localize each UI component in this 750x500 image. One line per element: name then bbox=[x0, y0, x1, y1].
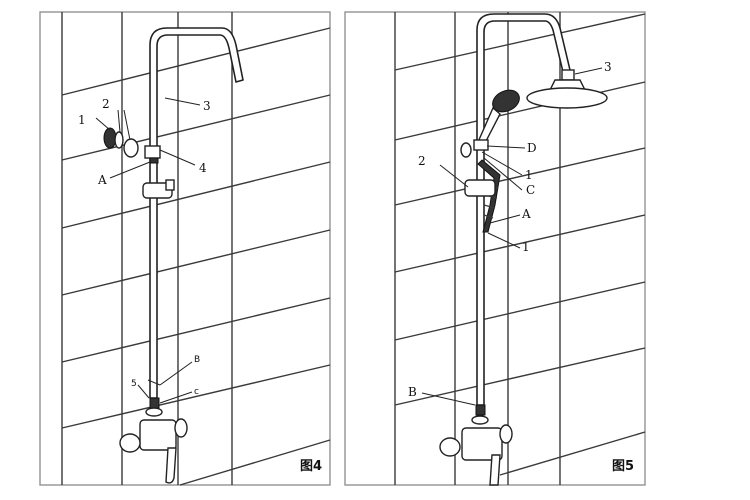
callout-5: 5 bbox=[131, 379, 137, 389]
callout-1: 1 bbox=[78, 113, 86, 127]
figure-4-frame bbox=[39, 11, 331, 486]
figure-5-caption: 图5 bbox=[612, 459, 634, 474]
figure-4-wall-mount bbox=[103, 127, 161, 164]
figure-5-callouts: 3 D 2 1 C A 1 B bbox=[408, 60, 612, 406]
figure-4-mixer-valve bbox=[119, 397, 188, 484]
callout-2: 2 bbox=[102, 97, 110, 111]
figure-5-rain-showerhead bbox=[526, 69, 608, 109]
callout-4: 4 bbox=[199, 161, 207, 175]
figure-4-shower-pipe bbox=[147, 27, 244, 399]
figure-4-tile-wall bbox=[61, 12, 331, 486]
figure-4-callouts: 1 2 3 4 A B 5 c bbox=[78, 97, 211, 404]
callout-b: B bbox=[408, 385, 417, 399]
callout-1-lower: 1 bbox=[522, 240, 530, 254]
callout-a: A bbox=[521, 207, 531, 221]
callout-3: 3 bbox=[203, 99, 211, 113]
callout-3: 3 bbox=[604, 60, 612, 74]
callout-b: B bbox=[194, 355, 200, 365]
figure-4-caption: 图4 bbox=[300, 459, 322, 474]
callout-c: C bbox=[526, 183, 535, 197]
figure-5-hand-shower bbox=[460, 89, 520, 158]
callout-d: D bbox=[527, 141, 537, 155]
callout-a: A bbox=[97, 173, 107, 187]
figure-5-slide-holder bbox=[464, 179, 496, 197]
figure-5-mixer-valve bbox=[439, 404, 513, 486]
callout-1-upper: 1 bbox=[525, 168, 533, 182]
figure-5-tile-wall bbox=[394, 12, 646, 485]
callout-c: c bbox=[194, 387, 199, 397]
figure-4-slide-holder bbox=[142, 179, 175, 199]
figure-5-panel: 3 D 2 1 C A 1 B 图5 bbox=[344, 11, 646, 486]
callout-2: 2 bbox=[418, 154, 426, 168]
figure-4-panel: 1 2 3 4 A B 5 c 图4 bbox=[39, 11, 331, 486]
